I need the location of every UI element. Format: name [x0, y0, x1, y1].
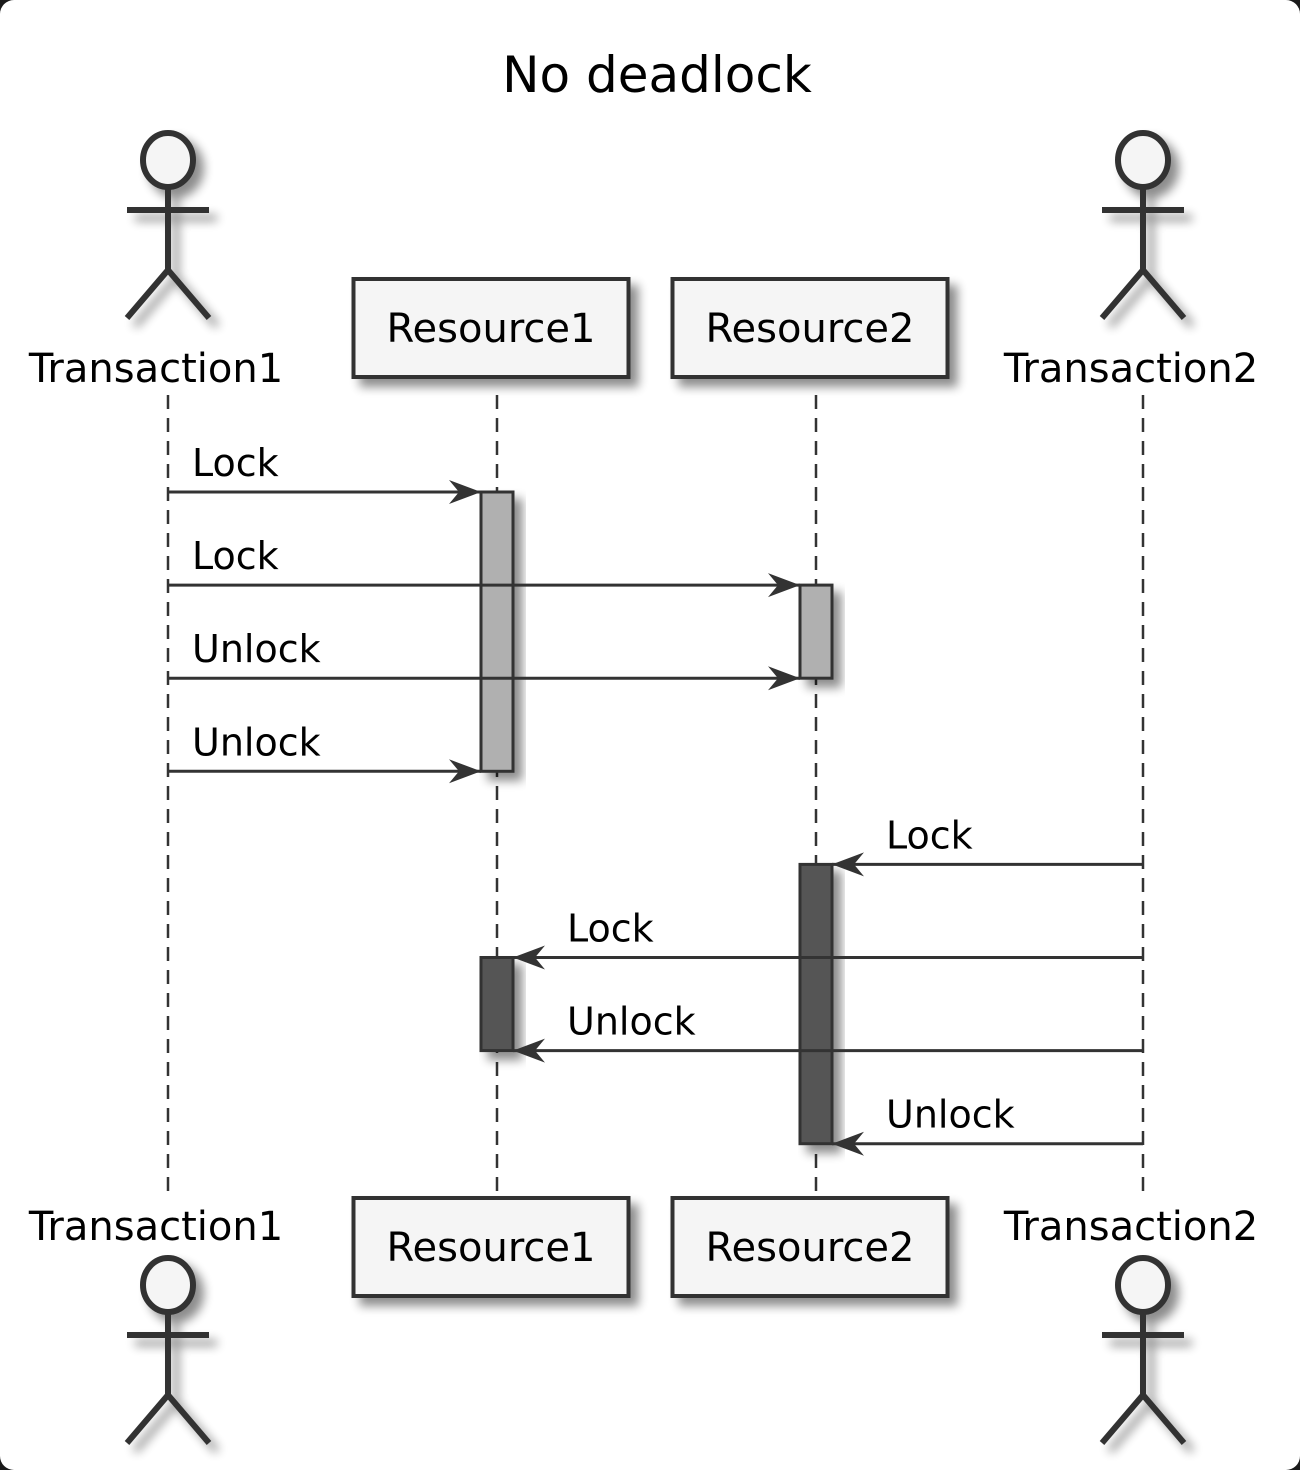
arrowhead-icon — [513, 945, 545, 970]
participant-top-transaction1: Transaction1 — [28, 130, 283, 392]
activation-bar-resource2-transaction2 — [798, 862, 834, 1146]
message-5: Lock — [513, 907, 1143, 970]
participant-top-transaction2: Transaction2 — [1003, 130, 1258, 392]
message-label: Unlock — [192, 720, 321, 764]
participant-label: Transaction1 — [28, 346, 283, 392]
message-3: Unlock — [168, 720, 481, 784]
participant-bottom-transaction1: Transaction1 — [28, 1204, 283, 1445]
arrowhead-icon — [513, 1038, 545, 1063]
participant-box-resource1: Resource1 — [351, 1196, 631, 1298]
participant-label: Resource2 — [706, 1225, 915, 1271]
activation-bar-resource1-transaction1 — [479, 490, 515, 773]
arrowhead-icon — [768, 573, 800, 598]
message-label: Unlock — [886, 1093, 1015, 1137]
message-4: Lock — [832, 813, 1143, 877]
message-6: Unlock — [513, 1000, 1143, 1063]
message-0: Lock — [168, 441, 481, 504]
participant-box-resource2: Resource2 — [670, 1196, 950, 1298]
participant-label: Transaction2 — [1003, 346, 1258, 392]
message-7: Unlock — [832, 1093, 1143, 1156]
activation-bar-resource2-transaction1 — [798, 583, 834, 680]
message-label: Lock — [192, 441, 279, 485]
arrowhead-icon — [832, 1131, 864, 1156]
participant-label: Transaction2 — [1003, 1204, 1258, 1250]
lifelines — [166, 395, 1145, 1196]
activation-bar-resource1-transaction2 — [479, 956, 515, 1053]
activations — [479, 490, 834, 1146]
participants-bottom: Transaction1 Resource1 Resource2 Transactio… — [28, 1196, 1258, 1445]
actor-icon — [1099, 130, 1187, 320]
arrowhead-icon — [449, 759, 481, 784]
arrowhead-icon — [832, 852, 864, 877]
participant-box-resource1: Resource1 — [351, 277, 631, 379]
actor-icon — [124, 130, 212, 320]
actor-icon — [124, 1255, 212, 1445]
participant-label: Transaction1 — [28, 1204, 283, 1250]
actor-icon — [1099, 1255, 1187, 1445]
message-label: Lock — [567, 907, 654, 951]
arrowhead-icon — [768, 666, 800, 691]
participant-label: Resource1 — [387, 306, 596, 352]
participant-bottom-transaction2: Transaction2 — [1003, 1204, 1258, 1445]
participant-label: Resource2 — [706, 306, 915, 352]
message-label: Lock — [192, 534, 279, 578]
participants-top: Transaction1 Resource1 Resource2Transactio… — [28, 130, 1258, 392]
diagram-title: No deadlock — [502, 46, 812, 104]
arrowhead-icon — [449, 480, 481, 504]
message-1: Lock — [168, 534, 800, 598]
message-label: Unlock — [192, 627, 321, 671]
message-label: Lock — [886, 813, 973, 857]
message-2: Unlock — [168, 627, 800, 691]
participant-label: Resource1 — [387, 1225, 596, 1271]
message-label: Unlock — [567, 1000, 696, 1044]
participant-box-resource2: Resource2 — [670, 277, 950, 379]
